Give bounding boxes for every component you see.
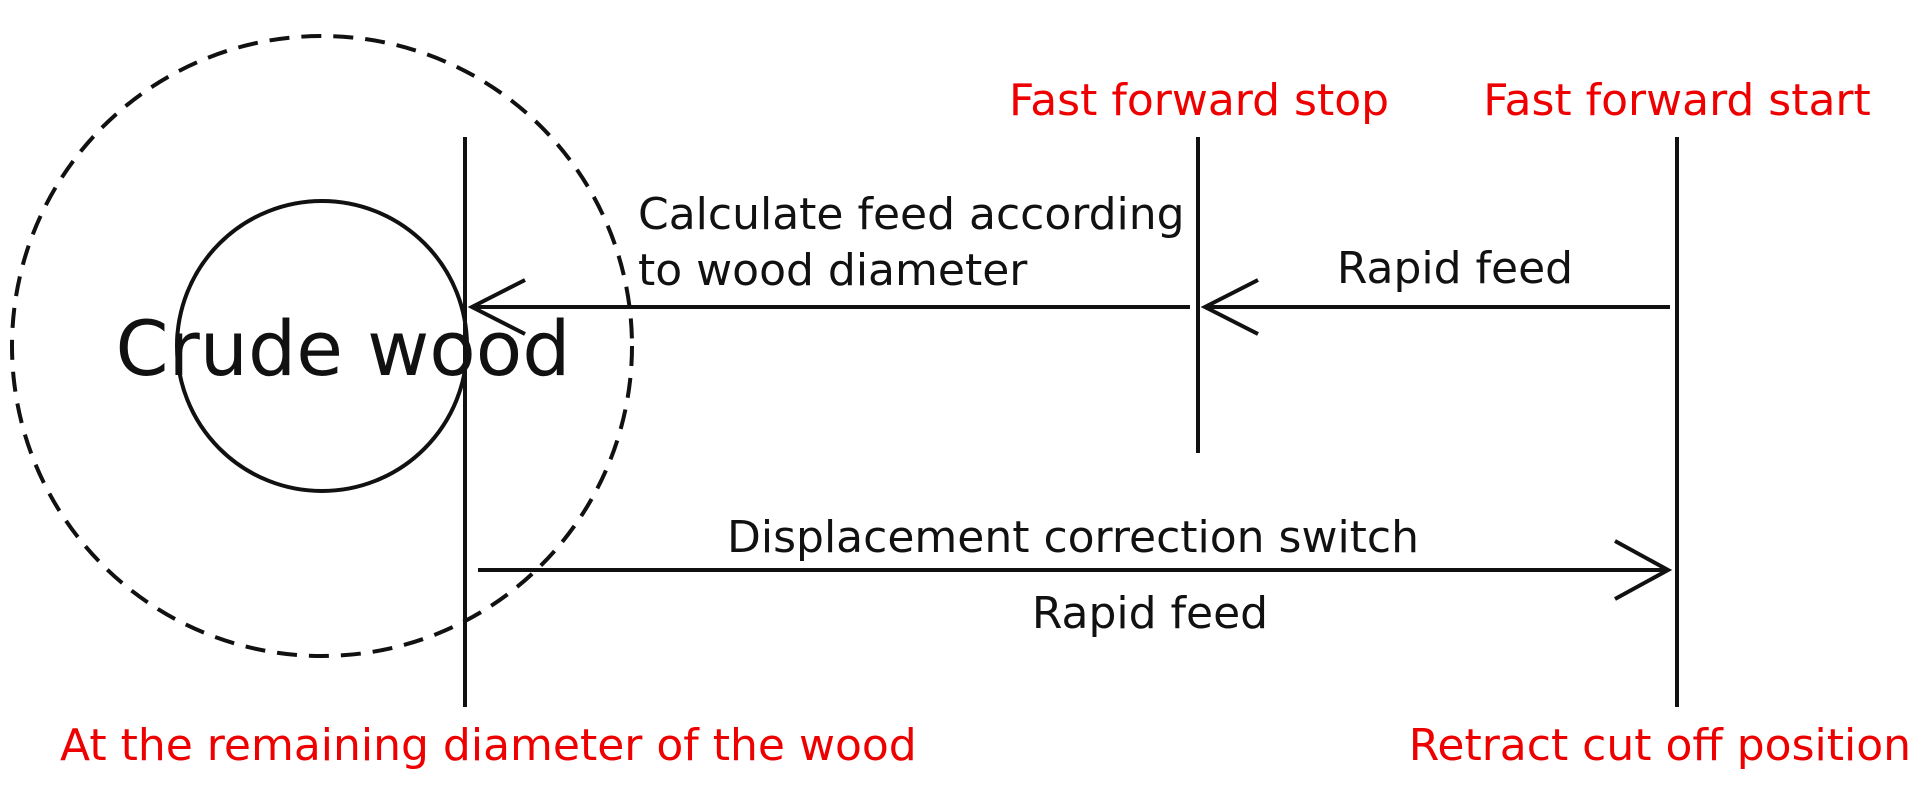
calculate-feed-label-line2: to wood diameter (638, 245, 1028, 296)
calculated-feed-arrowhead (467, 278, 526, 336)
displacement-correction-label: Displacement correction switch (727, 512, 1419, 563)
fast-forward-stop-label: Fast forward stop (1009, 75, 1389, 126)
retract-arrowhead (1614, 539, 1673, 601)
rapid-feed-top-arrowhead (1200, 278, 1259, 336)
rapid-feed-bottom-label: Rapid feed (1032, 588, 1268, 639)
calculate-feed-label-line1: Calculate feed according (638, 189, 1185, 240)
crude-wood-label: Crude wood (115, 304, 570, 393)
rapid-feed-top-label: Rapid feed (1337, 243, 1573, 294)
retract-cut-off-position-label: Retract cut off position (1409, 720, 1911, 771)
outer-wood-diameter-circle (10, 34, 634, 658)
remaining-diameter-label: At the remaining diameter of the wood (60, 720, 917, 771)
fast-forward-start-label: Fast forward start (1483, 75, 1871, 126)
